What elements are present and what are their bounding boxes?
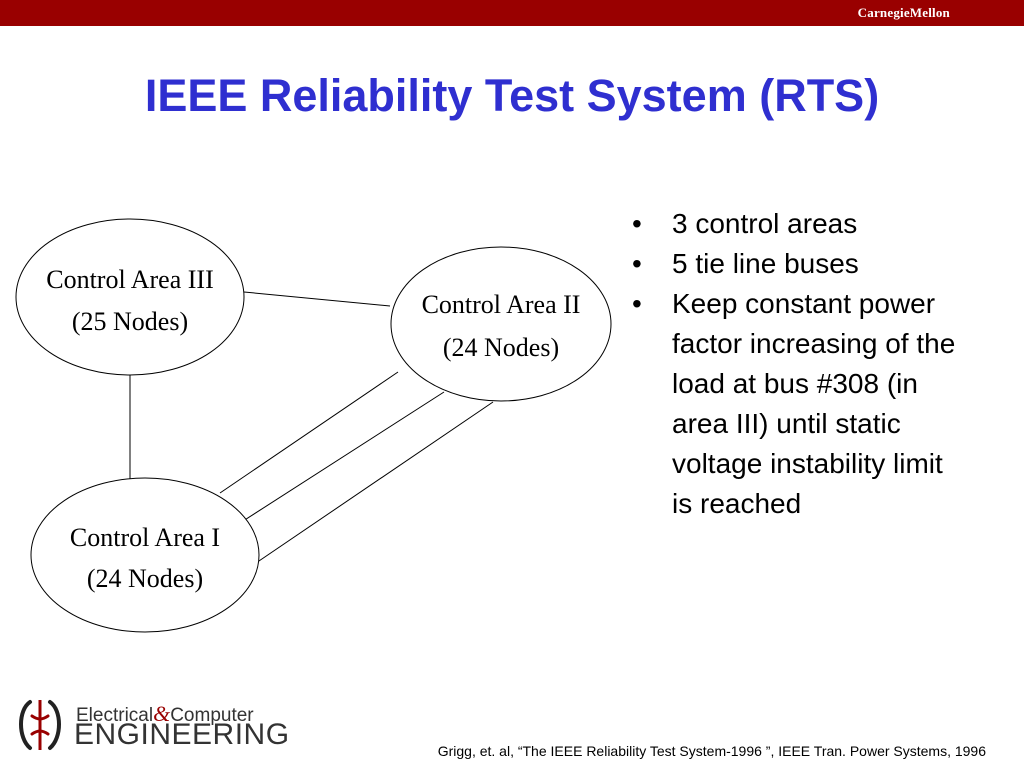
node-label-line2: (25 Nodes)	[72, 307, 188, 336]
tie-line-area1-area2-a	[219, 371, 399, 494]
bullet-item: • Keep constant power factor increasing …	[632, 284, 962, 524]
node-label-line1: Control Area I	[70, 523, 220, 552]
tie-line-area1-area2-c	[255, 401, 494, 564]
citation: Grigg, et. al, “The IEEE Reliability Tes…	[437, 743, 986, 759]
carnegie-mellon-logo: CarnegieMellon	[857, 5, 950, 20]
node-control-area-1: Control Area I (24 Nodes)	[30, 477, 260, 633]
bullet-dot-icon: •	[632, 248, 642, 279]
node-control-area-3: Control Area III (25 Nodes)	[15, 218, 245, 376]
bullet-list: • 3 control areas • 5 tie line buses • K…	[632, 204, 962, 524]
ece-logo-word-computer: Computer	[170, 705, 254, 726]
bullet-dot-icon: •	[632, 288, 642, 319]
bullet-item: • 3 control areas	[632, 204, 962, 244]
tie-line-area3-area2	[243, 291, 391, 307]
bullet-dot-icon: •	[632, 208, 642, 239]
ece-logo-line2: ENGINEERING	[74, 718, 290, 751]
bullet-item: • 5 tie line buses	[632, 244, 962, 284]
node-label-line1: Control Area III	[46, 265, 214, 294]
bullet-text: 3 control areas	[672, 208, 858, 239]
node-control-area-2: Control Area II (24 Nodes)	[390, 246, 612, 402]
node-label-line2: (24 Nodes)	[87, 564, 203, 593]
header-bar: CarnegieMellon	[0, 0, 1024, 26]
ece-logo-line1: Electrical&Computer	[76, 701, 254, 727]
tie-line-area1-area2-b	[239, 391, 445, 524]
ece-logo: Electrical&Computer ENGINEERING	[14, 698, 289, 754]
node-label-line2: (24 Nodes)	[443, 333, 559, 362]
bullet-text: 5 tie line buses	[672, 248, 859, 279]
slide-title: IEEE Reliability Test System (RTS)	[144, 70, 880, 121]
ece-emblem-icon	[19, 700, 61, 750]
bullet-text: Keep constant power factor increasing of…	[672, 288, 956, 519]
ece-logo-word-electrical: Electrical	[76, 705, 154, 726]
ece-logo-ampersand: &	[153, 701, 171, 726]
node-label-line1: Control Area II	[422, 290, 581, 319]
